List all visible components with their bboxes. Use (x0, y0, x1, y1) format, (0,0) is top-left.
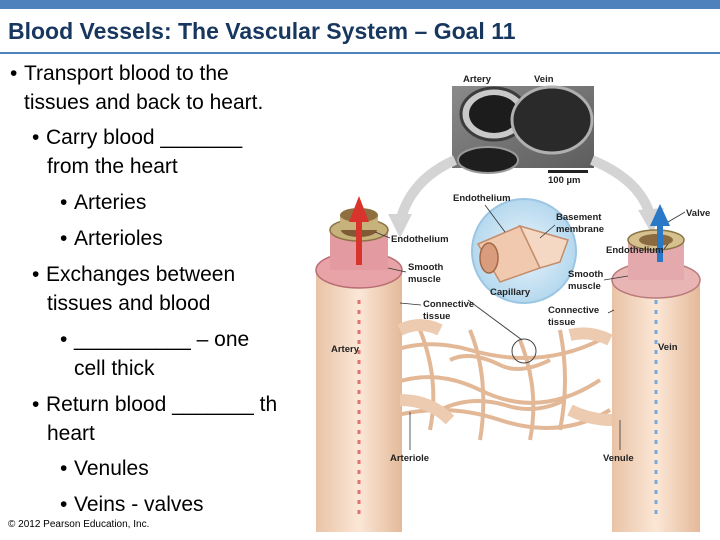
label-vein: Vein (658, 342, 678, 353)
left-pointer-arrow (395, 155, 458, 224)
copyright-notice: © 2012 Pearson Education, Inc. (8, 519, 150, 530)
bullet-item: •Carry blood _______ (32, 126, 243, 149)
vein-vessel (611, 229, 701, 532)
label-endothelium-right: Endothelium (606, 245, 664, 256)
label-artery: Artery (331, 344, 360, 355)
label-connective-left-2: tissue (423, 311, 450, 322)
bullet-continuation: tissues and back to heart. (24, 91, 264, 114)
left-arrowhead-icon (388, 214, 412, 238)
micrograph-artery-label: Artery (463, 74, 492, 85)
bullet-item: •Veins - valves (60, 493, 204, 516)
label-connective-right-1: Connective (548, 305, 599, 316)
label-smooth-muscle-left-2: muscle (408, 274, 441, 285)
bullet-item: •Transport blood to the (10, 62, 229, 85)
venule-branch (567, 404, 613, 426)
arteriole-branch (399, 394, 455, 425)
bullet-item: •Venules (60, 457, 149, 480)
bullet-item: •Return blood _______ th (32, 393, 278, 416)
bullet-continuation: heart (47, 422, 95, 445)
bullet-item: •Exchanges between (32, 263, 236, 286)
label-capillary: Capillary (490, 287, 531, 298)
artery-vessel (315, 208, 403, 532)
capillary-inset (471, 198, 577, 304)
bullet-continuation: from the heart (47, 155, 178, 178)
micrograph-vein-label: Vein (534, 74, 554, 85)
bullet-continuation: cell thick (74, 357, 155, 380)
venous-arrowhead-icon (650, 204, 670, 226)
label-smooth-muscle-right-2: muscle (568, 281, 601, 292)
bullet-continuation: tissues and blood (47, 292, 211, 315)
bullet-item: •Arterioles (60, 227, 163, 250)
arterial-arrowhead-icon (349, 196, 369, 222)
top-accent-bar (0, 0, 720, 9)
label-endothelium-top: Endothelium (453, 193, 511, 204)
label-venule: Venule (603, 453, 634, 464)
micrograph-image (452, 85, 594, 174)
scale-bar-label: 100 µm (548, 175, 580, 186)
label-basement-membrane-2: membrane (556, 224, 604, 235)
magnify-connector (467, 299, 523, 341)
label-smooth-muscle-right-1: Smooth (568, 269, 604, 280)
label-endothelium-left: Endothelium (391, 234, 449, 245)
bullet-list: •Transport blood to the tissues and back… (0, 0, 340, 540)
label-connective-right-2: tissue (548, 317, 575, 328)
bullet-item: •__________ – one (60, 328, 250, 351)
label-smooth-muscle-left-1: Smooth (408, 262, 444, 273)
magnify-circle (511, 338, 537, 364)
label-basement-membrane-1: Basement (556, 212, 602, 223)
label-valve: Valve (686, 208, 710, 219)
artery-branch (397, 319, 443, 336)
title-divider (0, 52, 720, 54)
bullet-item: •Arteries (60, 191, 147, 214)
right-pointer-arrow (590, 155, 655, 217)
label-arteriole: Arteriole (390, 453, 429, 464)
slide-title: Blood Vessels: The Vascular System – Goa… (8, 18, 516, 44)
label-connective-left-1: Connective (423, 299, 474, 310)
vein-branch (568, 327, 613, 346)
